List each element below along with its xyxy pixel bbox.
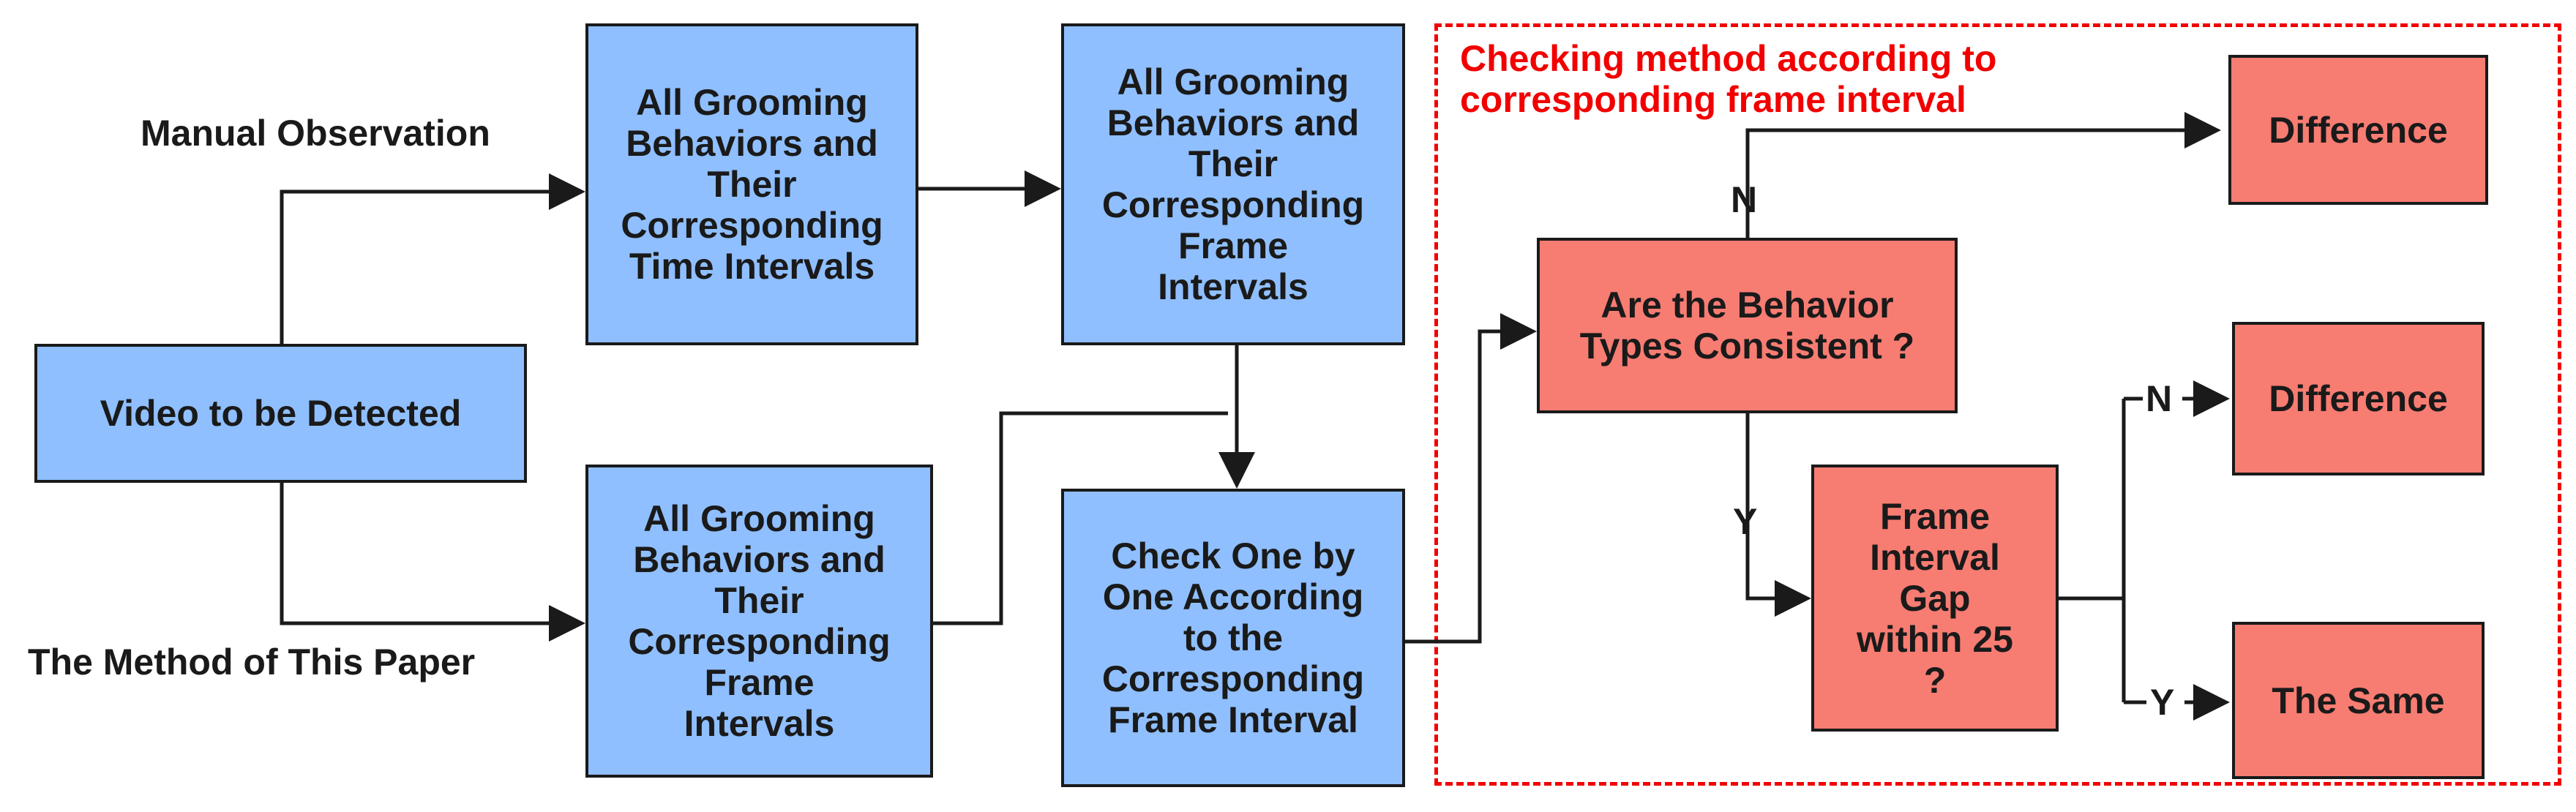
same-node: The Same: [2232, 622, 2485, 779]
video-node: Video to be Detected: [34, 344, 527, 483]
no-label-gap: N: [2146, 378, 2173, 419]
difference-node-1: Difference: [2228, 55, 2488, 205]
yes-label-consistent: Y: [1733, 501, 1758, 542]
paper-frames-node: All Grooming Behaviors and Their Corresp…: [585, 465, 933, 778]
arrow-check-to-consistent: [1405, 313, 1537, 644]
paper-method-label: The Method of This Paper: [28, 642, 476, 683]
manual-observation-label: Manual Observation: [141, 113, 490, 154]
checking-method-region: [1434, 23, 2561, 786]
manual-frames-node: All Grooming Behaviors and Their Corresp…: [1061, 23, 1405, 345]
arrow-paper-to-check: [933, 411, 1228, 625]
manual-intervals-node: All Grooming Behaviors and Their Corresp…: [585, 23, 918, 345]
arrow-consistent-no: [1745, 112, 2221, 238]
yes-label-gap: Y: [2150, 682, 2175, 723]
check-node: Check One by One According to the Corres…: [1061, 489, 1405, 787]
arrow-video-to-paper: [280, 483, 585, 642]
arrow-consistent-yes: [1745, 413, 1811, 617]
arrow-video-to-manual: [280, 173, 585, 344]
behavior-consistent-node: Are the Behavior Types Consistent ?: [1537, 238, 1958, 413]
no-label-consistent: N: [1731, 179, 1758, 220]
difference-node-2: Difference: [2232, 322, 2485, 475]
checking-method-label: Checking method according to correspondi…: [1460, 38, 1997, 120]
frame-gap-node: Frame Interval Gap within 25 ?: [1811, 465, 2059, 732]
